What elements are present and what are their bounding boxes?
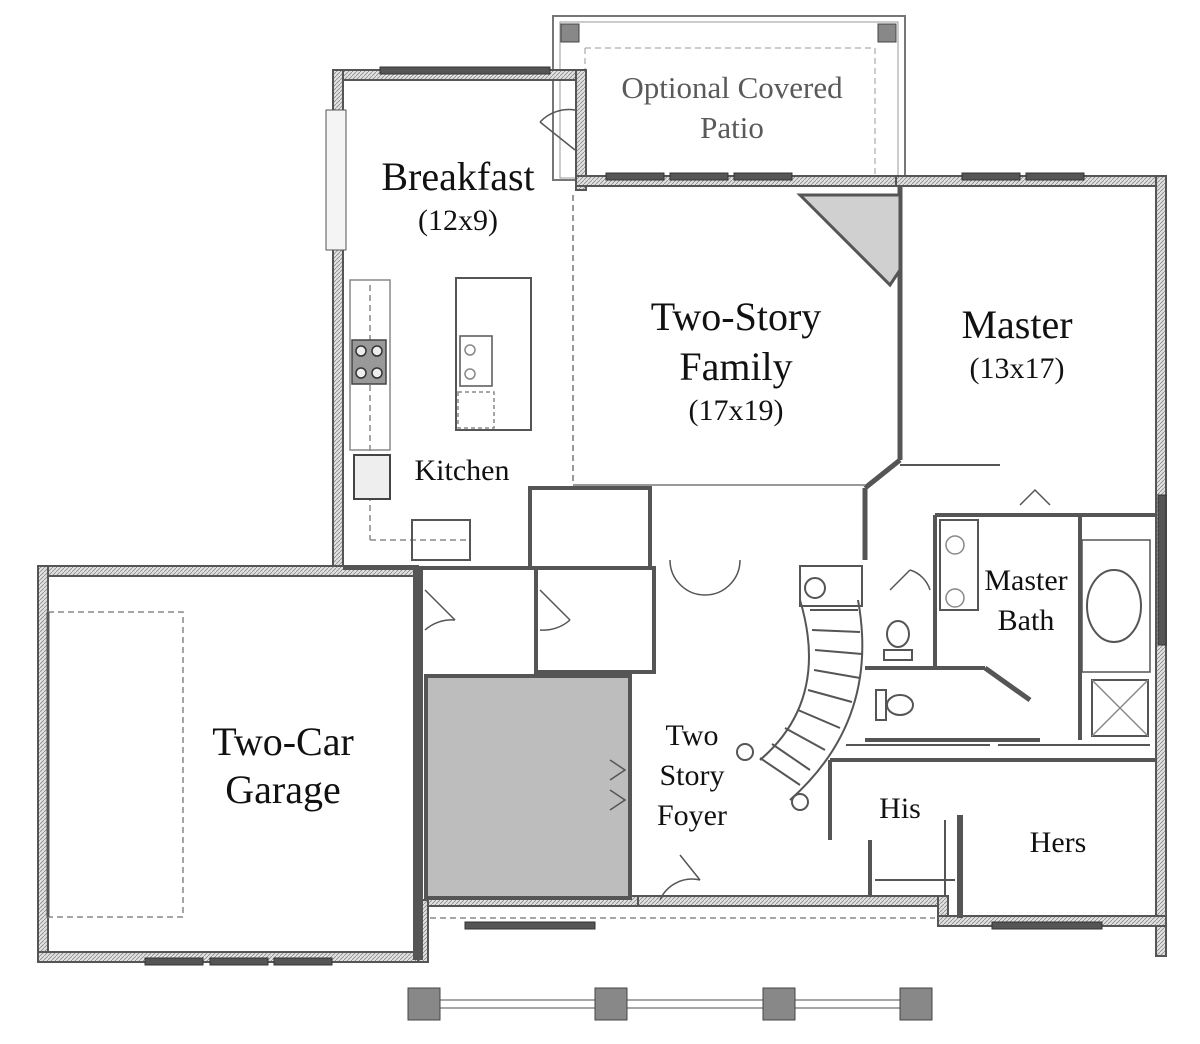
garage-label-line2: Garage (225, 767, 340, 812)
foyer-label-line1: Two (666, 719, 719, 752)
hers-closet-label: Hers (1030, 826, 1087, 859)
patio-post-left (560, 23, 580, 43)
kitchen-label: Kitchen (415, 454, 510, 487)
patio-label-line2: Patio (700, 110, 764, 145)
porch-posts (407, 987, 933, 1021)
master-size: (13x17) (970, 352, 1065, 385)
range-cooktop (351, 339, 387, 385)
master-bath-label-line2: Bath (998, 604, 1055, 637)
kitchen-island (455, 277, 532, 431)
windows (144, 66, 1167, 966)
master-bath-label-line1: Master (984, 564, 1067, 597)
door-swings (424, 108, 1051, 901)
master-label: Master (961, 302, 1072, 347)
breakfast-label: Breakfast (381, 154, 534, 199)
patio-post-right (877, 23, 897, 43)
fixtures (46, 277, 1151, 1009)
shaded-room (424, 674, 632, 900)
breakfast-size: (12x9) (418, 204, 498, 237)
interior-walls (343, 186, 1156, 960)
curved-staircase (736, 565, 864, 811)
garage-label-line1: Two-Car (212, 719, 354, 764)
patio-label-line1: Optional Covered (621, 70, 843, 105)
foyer-label-line3: Foyer (657, 799, 727, 832)
family-size: (17x19) (689, 394, 784, 427)
room-labels: Optional Covered Patio Breakfast (12x9) … (212, 70, 1086, 859)
family-label-line1: Two-Story (651, 294, 822, 339)
refrigerator (353, 454, 391, 500)
bathtub (1086, 569, 1142, 643)
shower (1091, 679, 1149, 737)
family-label-line2: Family (679, 344, 792, 389)
his-closet-label: His (879, 792, 921, 825)
foyer-label-line2: Story (659, 759, 724, 792)
